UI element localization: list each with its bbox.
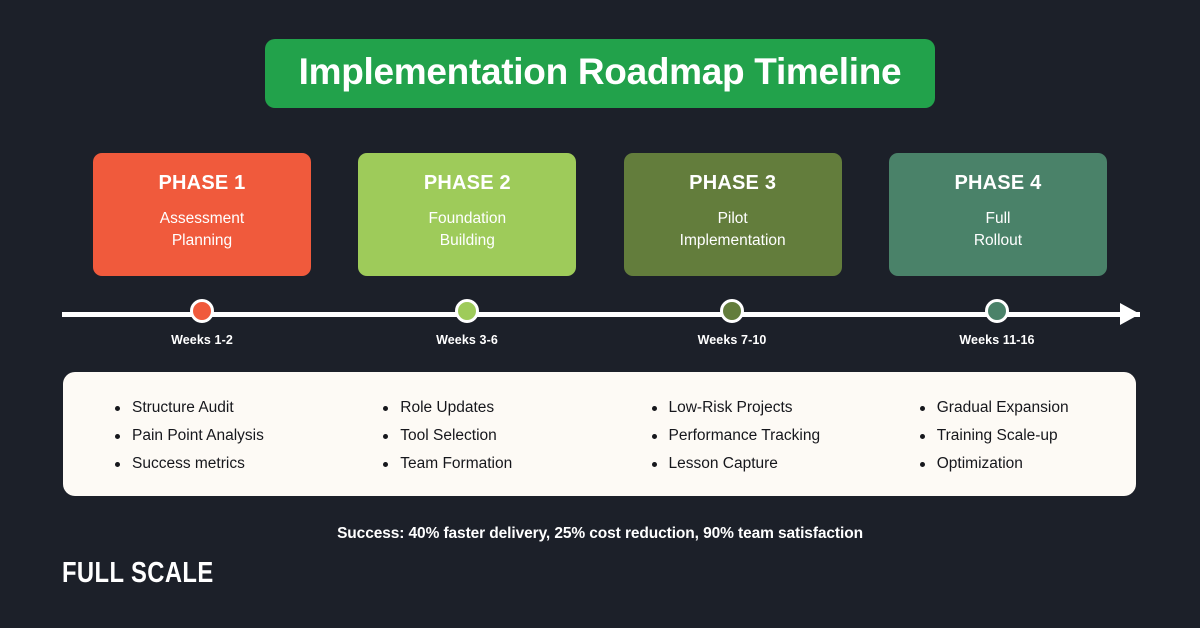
- timeline-axis: [62, 312, 1140, 317]
- deliverables-column-2: Role Updates Tool Selection Team Formati…: [331, 394, 599, 496]
- deliverables-list-2: Role Updates Tool Selection Team Formati…: [381, 394, 599, 478]
- timeline-dot-3: [720, 299, 744, 323]
- phase-card-1-title: PHASE 1: [158, 172, 246, 194]
- deliverables-column-4: Gradual Expansion Training Scale-up Opti…: [868, 394, 1136, 496]
- timeline-dot-2: [455, 299, 479, 323]
- deliverables-list-1: Structure Audit Pain Point Analysis Succ…: [113, 394, 331, 478]
- timeline-label-1: Weeks 1-2: [171, 333, 233, 347]
- timeline-node-3[interactable]: Weeks 7-10: [662, 295, 802, 347]
- success-metrics-text: Success: 40% faster delivery, 25% cost r…: [337, 525, 863, 542]
- phase-card-3-desc-line2: Implementation: [679, 232, 786, 250]
- phase-card-2-desc-line1: Foundation: [428, 210, 507, 227]
- title-banner-wrapper: Implementation Roadmap Timeline: [0, 39, 1200, 108]
- deliverables-column-1: Structure Audit Pain Point Analysis Succ…: [63, 394, 331, 496]
- phase-card-3-description: Pilot Implementation: [624, 208, 842, 253]
- timeline: Weeks 1-2 Weeks 3-6 Weeks 7-10 Weeks 11-…: [0, 295, 1200, 370]
- deliverables-list-4: Gradual Expansion Training Scale-up Opti…: [918, 394, 1136, 478]
- list-item: Training Scale-up: [918, 422, 1136, 450]
- timeline-label-4: Weeks 11-16: [959, 333, 1035, 347]
- list-item: Tool Selection: [381, 422, 599, 450]
- timeline-dot-4: [985, 299, 1009, 323]
- phase-card-3[interactable]: PHASE 3 Pilot Implementation: [623, 153, 842, 276]
- phase-card-4-desc-line1: Full: [985, 210, 1011, 227]
- phase-card-2-description: Foundation Building: [358, 208, 576, 253]
- list-item: Team Formation: [381, 450, 599, 478]
- timeline-label-2: Weeks 3-6: [436, 333, 498, 347]
- deliverables-list-3: Low-Risk Projects Performance Tracking L…: [650, 394, 868, 478]
- list-item: Structure Audit: [113, 394, 331, 422]
- phase-card-4-title: PHASE 4: [954, 172, 1042, 194]
- phase-card-2[interactable]: PHASE 2 Foundation Building: [358, 153, 577, 276]
- timeline-node-4[interactable]: Weeks 11-16: [927, 295, 1067, 347]
- list-item: Pain Point Analysis: [113, 422, 331, 450]
- phase-card-4-description: Full Rollout: [889, 208, 1107, 253]
- deliverables-panel: Structure Audit Pain Point Analysis Succ…: [63, 372, 1136, 496]
- timeline-dot-1: [190, 299, 214, 323]
- timeline-label-3: Weeks 7-10: [697, 333, 767, 347]
- title-banner: Implementation Roadmap Timeline: [264, 39, 936, 108]
- phase-card-2-title: PHASE 2: [423, 172, 511, 194]
- deliverables-column-3: Low-Risk Projects Performance Tracking L…: [600, 394, 868, 496]
- list-item: Performance Tracking: [650, 422, 868, 450]
- page-title: Implementation Roadmap Timeline: [298, 51, 902, 92]
- list-item: Role Updates: [381, 394, 599, 422]
- list-item: Success metrics: [113, 450, 331, 478]
- timeline-node-1[interactable]: Weeks 1-2: [132, 295, 272, 347]
- phase-card-3-desc-line1: Pilot: [717, 210, 748, 227]
- phase-card-1-desc-line1: Assessment: [159, 210, 245, 227]
- phase-card-4[interactable]: PHASE 4 Full Rollout: [888, 153, 1107, 276]
- phase-card-row: PHASE 1 Assessment Planning PHASE 2 Foun…: [93, 153, 1107, 276]
- phase-card-3-title: PHASE 3: [689, 172, 777, 194]
- phase-card-2-desc-line2: Building: [439, 232, 495, 250]
- phase-card-4-desc-line2: Rollout: [973, 232, 1023, 250]
- full-scale-logo: FULL SCALE: [62, 557, 214, 589]
- phase-card-1-description: Assessment Planning: [93, 208, 311, 253]
- list-item: Gradual Expansion: [918, 394, 1136, 422]
- phase-card-1-desc-line2: Planning: [171, 232, 233, 250]
- list-item: Lesson Capture: [650, 450, 868, 478]
- list-item: Low-Risk Projects: [650, 394, 868, 422]
- list-item: Optimization: [918, 450, 1136, 478]
- timeline-node-2[interactable]: Weeks 3-6: [397, 295, 537, 347]
- phase-card-1[interactable]: PHASE 1 Assessment Planning: [93, 153, 311, 276]
- arrow-right-icon: [1120, 303, 1140, 325]
